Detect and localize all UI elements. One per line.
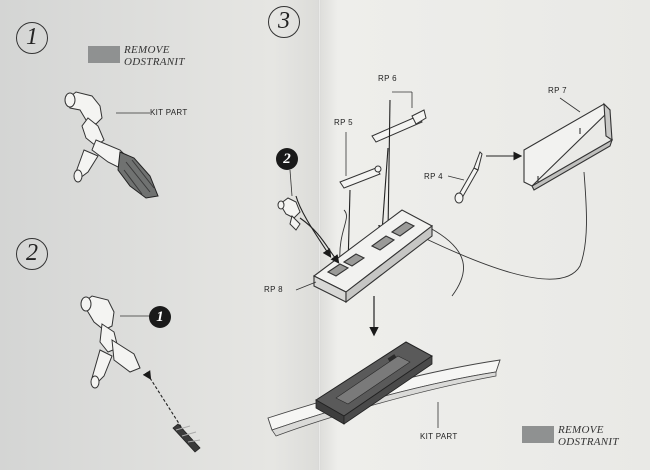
kit-part-label-top: KIT PART	[150, 108, 188, 117]
rp7-part	[523, 102, 613, 191]
kit-part-label-bottom: KIT PART	[420, 432, 458, 441]
step-3-number: 3	[268, 6, 300, 38]
remove-legend-bottom: REMOVE ODSTRANIT	[522, 424, 619, 448]
rp6-arrow	[383, 99, 393, 235]
rp6-part	[371, 109, 427, 143]
step2-drill-bit	[172, 423, 201, 453]
kit-part-floor	[267, 341, 501, 437]
remove-label-en: REMOVE	[558, 424, 604, 436]
rp4-label: RP 4	[424, 172, 443, 181]
cable-1	[429, 227, 464, 297]
rp4-part	[454, 151, 483, 204]
remove-swatch	[88, 46, 120, 63]
step1-removed-part	[117, 151, 159, 199]
remove-legend-top: REMOVE ODSTRANIT	[88, 44, 185, 68]
rp5-label: RP 5	[334, 118, 353, 127]
remove-label-cz: ODSTRANIT	[558, 436, 619, 448]
cable-2	[419, 171, 587, 280]
rp5-part	[339, 165, 382, 189]
rp8-label: RP 8	[264, 285, 283, 294]
paper-fold	[318, 0, 321, 470]
rp6-label: RP 6	[378, 74, 397, 83]
remove-label-cz: ODSTRANIT	[124, 56, 185, 68]
remove-swatch	[522, 426, 554, 443]
step1-seat-drawing	[64, 91, 133, 183]
badge-1: 1	[149, 306, 171, 328]
step-2-number: 2	[16, 238, 48, 270]
rp7-label: RP 7	[548, 86, 567, 95]
remove-label-en: REMOVE	[124, 44, 170, 56]
step2-seat-drawing	[80, 295, 141, 389]
badge-2: 2	[276, 148, 298, 170]
badge2-arrow	[295, 195, 332, 258]
step3-seat-mini	[277, 197, 301, 231]
step-1-number: 1	[16, 22, 48, 54]
rp8-console	[312, 209, 434, 304]
